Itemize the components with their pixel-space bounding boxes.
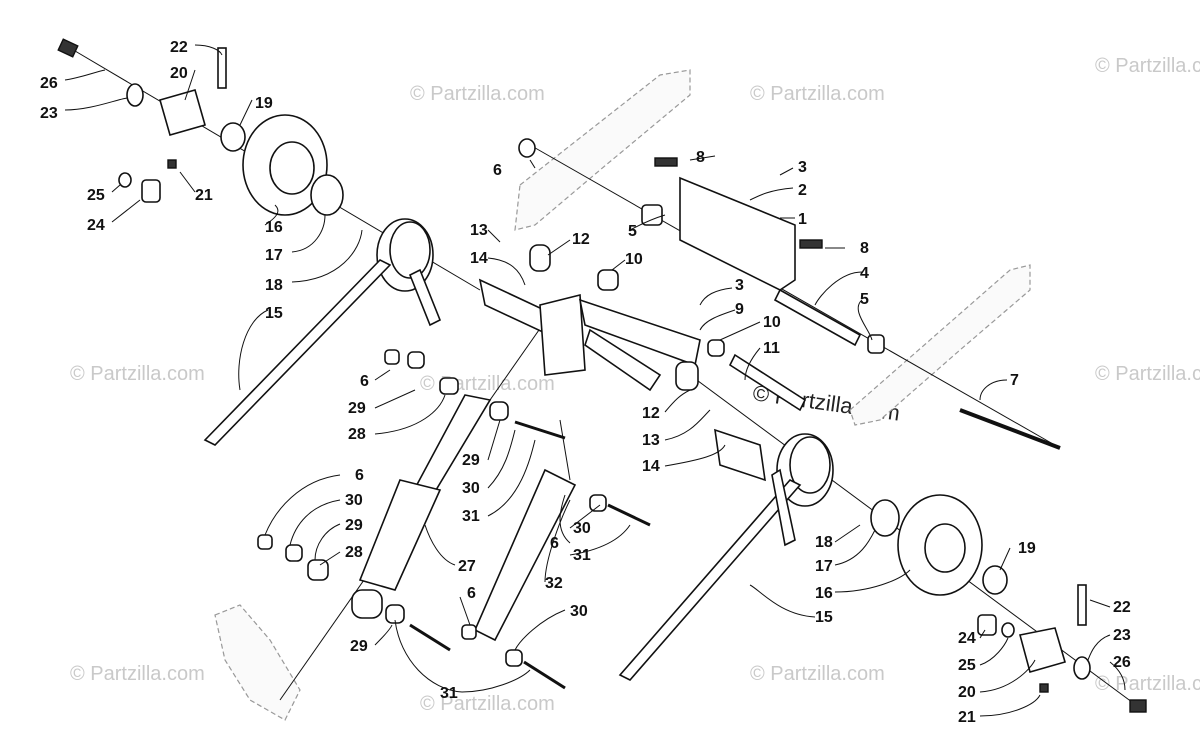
callout-7: 7: [1010, 372, 1019, 389]
callout-9: 9: [735, 301, 744, 318]
torsion-spring-right: [618, 433, 834, 681]
callout-6: 6: [550, 535, 559, 552]
callout-5: 5: [628, 223, 637, 240]
callout-21: 21: [195, 187, 213, 204]
callout-27: 27: [458, 558, 476, 575]
callout-14: 14: [470, 250, 488, 267]
callout-6: 6: [360, 373, 369, 390]
center-arm: [478, 244, 807, 482]
watermark: © Partzilla.com: [1095, 363, 1200, 385]
callout-30: 30: [345, 492, 363, 509]
callout-29: 29: [348, 400, 366, 417]
callout-11: 11: [763, 340, 780, 357]
callout-22: 22: [170, 39, 188, 56]
watermark: © Partzilla.com: [420, 693, 555, 715]
callout-19: 19: [1018, 540, 1036, 557]
callout-10: 10: [625, 251, 643, 268]
callout-6: 6: [493, 162, 502, 179]
callout-26: 26: [40, 75, 58, 92]
callout-8: 8: [860, 240, 869, 257]
callout-24: 24: [87, 217, 105, 234]
callout-10: 10: [763, 314, 781, 331]
callout-16: 16: [265, 219, 283, 236]
shock-absorber: [257, 349, 566, 652]
callout-30: 30: [573, 520, 591, 537]
watermark: © Partzilla.com: [1095, 55, 1200, 77]
callout-6: 6: [355, 467, 364, 484]
callout-13: 13: [642, 432, 660, 449]
callout-29: 29: [350, 638, 368, 655]
rail-mount-frame: [518, 138, 1061, 450]
callout-16: 16: [815, 585, 833, 602]
callout-29: 29: [462, 452, 480, 469]
callout-31: 31: [440, 685, 458, 702]
watermark: © Partzilla.com: [750, 83, 885, 105]
callout-15: 15: [265, 305, 283, 322]
callout-22: 22: [1113, 599, 1131, 616]
watermark: © Partzilla.com: [410, 83, 545, 105]
callout-32: 32: [545, 575, 563, 592]
callout-17: 17: [815, 558, 833, 575]
callout-1: 1: [798, 211, 807, 228]
callout-31: 31: [462, 508, 480, 525]
callout-5: 5: [860, 291, 869, 308]
callout-20: 20: [170, 65, 188, 82]
idler-wheel-left: [57, 38, 344, 216]
callout-26: 26: [1113, 654, 1131, 671]
callout-21: 21: [958, 709, 976, 726]
callout-4: 4: [860, 265, 869, 282]
callout-23: 23: [40, 105, 58, 122]
callout-14: 14: [642, 458, 660, 475]
callout-19: 19: [255, 95, 273, 112]
callout-18: 18: [265, 277, 283, 294]
rail-bracket-top: [214, 69, 1031, 721]
watermark: © Partzilla.com: [70, 363, 205, 385]
callout-18: 18: [815, 534, 833, 551]
callout-8: 8: [696, 149, 705, 166]
callout-23: 23: [1113, 627, 1131, 644]
watermark: © Partzilla.com: [1095, 673, 1200, 695]
idler-wheel-right: [870, 494, 1147, 713]
callout-12: 12: [642, 405, 660, 422]
callout-15: 15: [815, 609, 833, 626]
callout-28: 28: [345, 544, 363, 561]
watermark: © Partzilla.com: [70, 663, 205, 685]
callout-3: 3: [798, 159, 807, 176]
torsion-spring-left: [203, 218, 442, 446]
callout-24: 24: [958, 630, 976, 647]
callout-2: 2: [798, 182, 807, 199]
callout-labels: 22 26 20 23 19 21 25 24 16 17 18 15 6 8 …: [40, 39, 1131, 726]
callout-13: 13: [470, 222, 488, 239]
watermark: © Partzilla.com: [750, 663, 885, 685]
callout-29: 29: [345, 517, 363, 534]
callout-12: 12: [572, 231, 590, 248]
callout-25: 25: [958, 657, 976, 674]
callout-17: 17: [265, 247, 283, 264]
callout-3: 3: [735, 277, 744, 294]
link-rod: [461, 468, 651, 690]
leader-lines: [64, 44, 1126, 717]
callout-20: 20: [958, 684, 976, 701]
callout-25: 25: [87, 187, 105, 204]
callout-30: 30: [570, 603, 588, 620]
callout-28: 28: [348, 426, 366, 443]
callout-6: 6: [467, 585, 476, 602]
callout-31: 31: [573, 547, 591, 564]
callout-30: 30: [462, 480, 480, 497]
